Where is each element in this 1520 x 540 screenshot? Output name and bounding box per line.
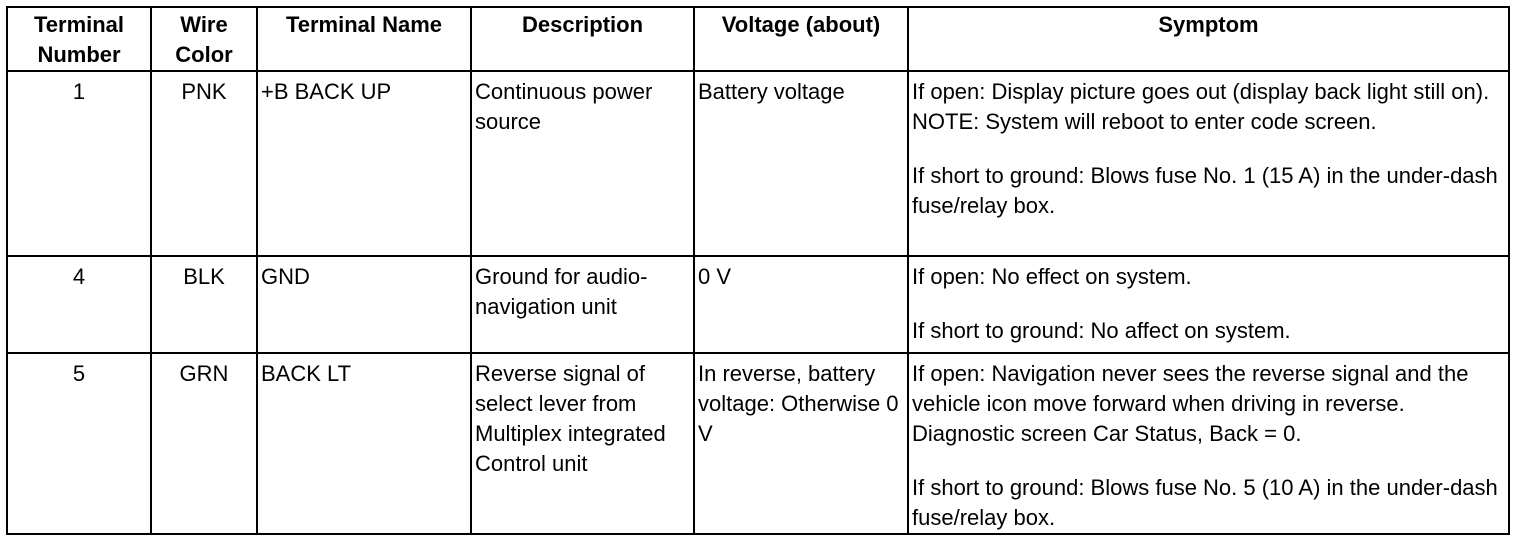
symptom-open-text: If open: No effect on system. [912,264,1192,289]
header-terminal-number-line1: Terminal [33,12,125,37]
cell-description: Continuous power source [470,70,695,257]
cell-description: Ground for audio-navigation unit [470,255,695,354]
symptom-spacer [912,137,1505,161]
symptom-open-text: If open: Navigation never sees the rever… [912,361,1469,446]
header-terminal-name: Terminal Name [256,6,472,72]
table-row: 1 PNK +B BACK UP Continuous power source… [6,70,1510,257]
cell-terminal-number: 5 [6,352,152,535]
symptom-short-text: If short to ground: Blows fuse No. 1 (15… [912,163,1498,218]
cell-description: Reverse signal of select lever from Mult… [470,352,695,535]
terminal-table-container: Terminal Number Wire Color Terminal Name… [6,6,1510,535]
header-symptom: Symptom [907,6,1510,72]
cell-voltage: 0 V [693,255,909,354]
table-row: 5 GRN BACK LT Reverse signal of select l… [6,352,1510,535]
symptom-spacer [912,292,1505,316]
header-terminal-number-line2: Number [37,42,121,67]
cell-voltage: Battery voltage [693,70,909,257]
header-terminal-number: Terminal Number [6,6,152,72]
header-wire-color: Wire Color [150,6,258,72]
header-wire-color-line2: Color [175,42,233,67]
cell-terminal-name: BACK LT [256,352,472,535]
cell-symptom: If open: No effect on system. If short t… [907,255,1510,354]
cell-symptom: If open: Navigation never sees the rever… [907,352,1510,535]
cell-symptom: If open: Display picture goes out (displ… [907,70,1510,257]
cell-voltage: In reverse, battery voltage: Otherwise 0… [693,352,909,535]
header-wire-color-line1: Wire [180,12,228,37]
cell-terminal-number: 1 [6,70,152,257]
symptom-short-text: If short to ground: Blows fuse No. 5 (10… [912,475,1498,530]
header-voltage: Voltage (about) [693,6,909,72]
header-description: Description [470,6,695,72]
cell-wire-color: BLK [150,255,258,354]
symptom-open-text: If open: Display picture goes out (displ… [912,79,1490,134]
cell-terminal-name: GND [256,255,472,354]
cell-wire-color: PNK [150,70,258,257]
cell-wire-color: GRN [150,352,258,535]
cell-terminal-name: +B BACK UP [256,70,472,257]
cell-terminal-number: 4 [6,255,152,354]
symptom-spacer [912,449,1505,473]
table-row: 4 BLK GND Ground for audio-navigation un… [6,255,1510,354]
table-header-row: Terminal Number Wire Color Terminal Name… [6,6,1510,72]
terminal-table: Terminal Number Wire Color Terminal Name… [6,6,1510,535]
symptom-short-text: If short to ground: No affect on system. [912,318,1291,343]
